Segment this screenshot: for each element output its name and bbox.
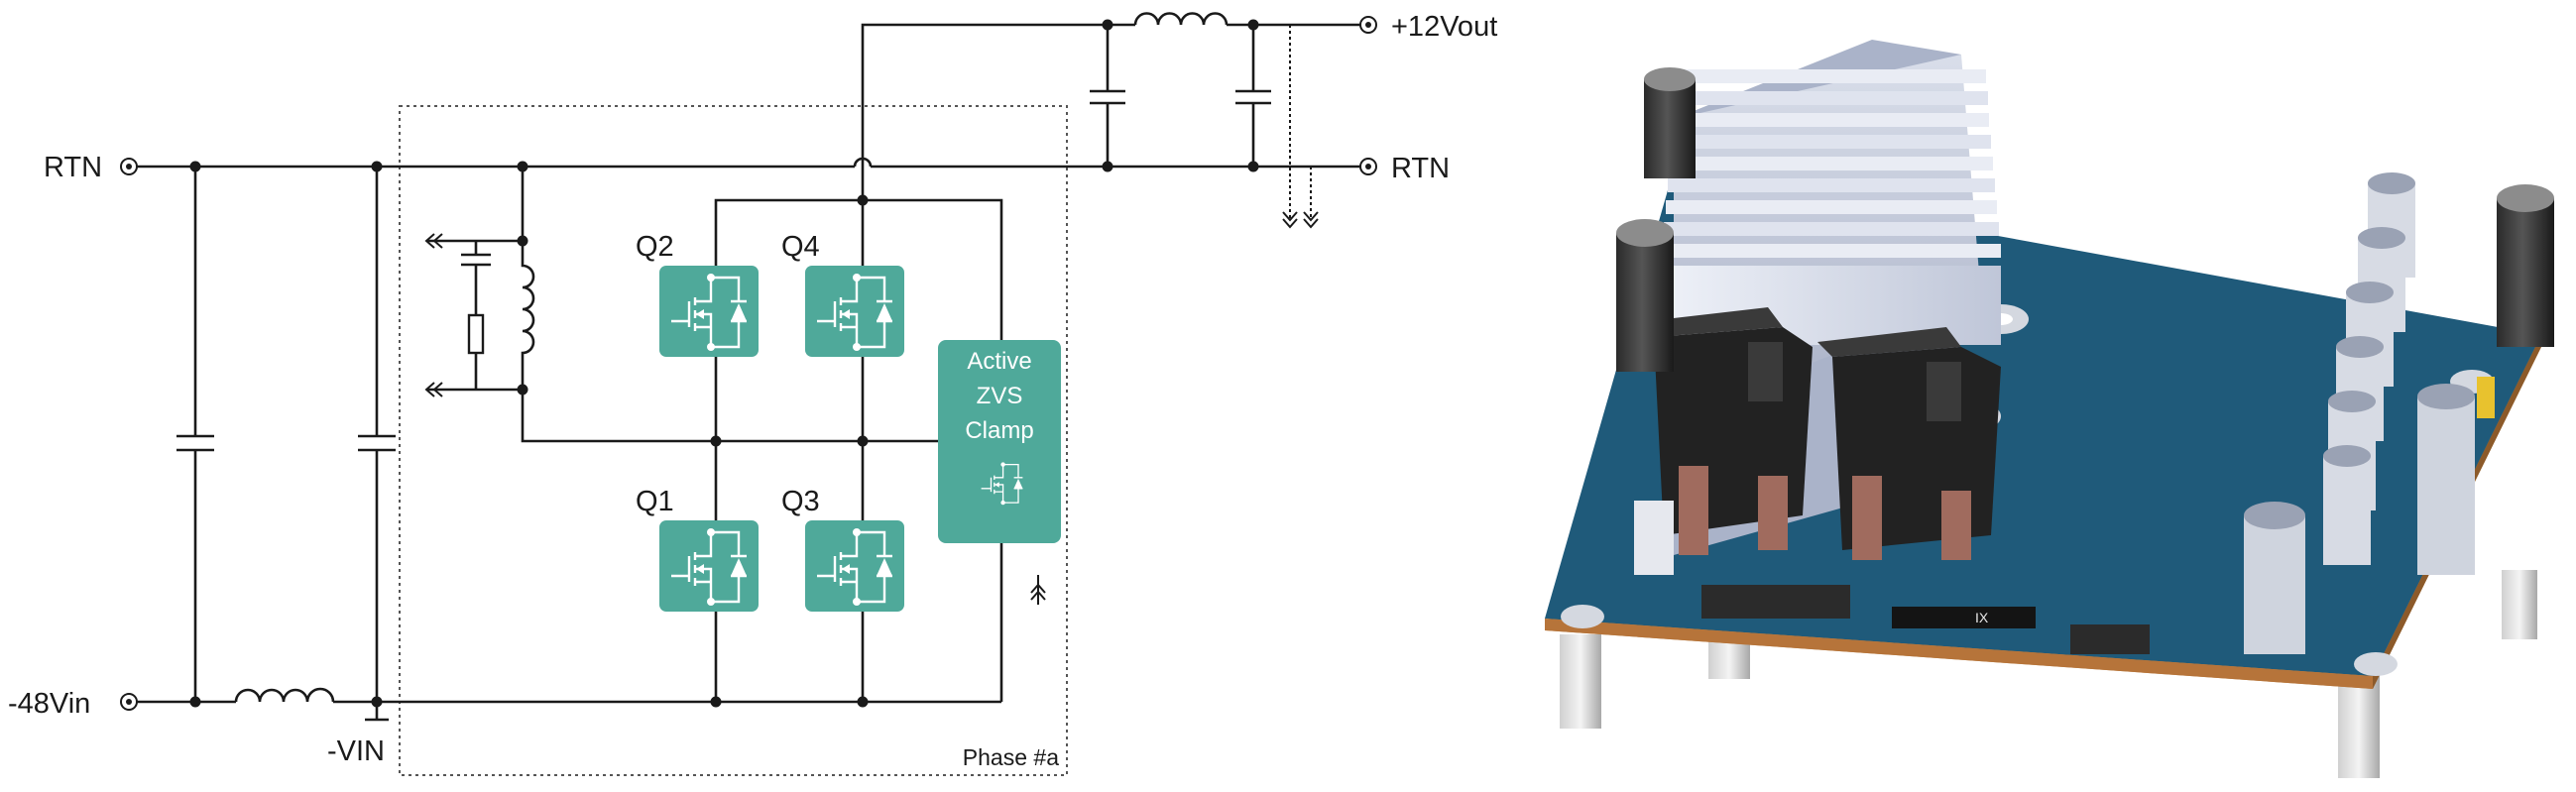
gate-arrow	[842, 564, 850, 574]
terminal-dot	[707, 528, 715, 536]
mosfet-symbol	[981, 463, 1023, 504]
body-diode	[877, 558, 892, 576]
input-inductor	[234, 687, 335, 703]
junction-dots	[189, 19, 1259, 708]
terminal-vout	[1359, 16, 1377, 34]
transformer-left	[1639, 307, 1813, 555]
terminal-dot	[1000, 500, 1005, 506]
terminal-vin	[120, 693, 138, 711]
output-cap-2	[1235, 25, 1271, 167]
active-zvs-clamp: Active ZVS Clamp	[938, 340, 1061, 543]
output-rail	[861, 23, 1361, 167]
snubber-arrow-top	[424, 233, 443, 249]
clamp-line-3: Clamp	[965, 417, 1033, 444]
snubber-arrow-bottom	[424, 382, 443, 397]
transformer-right	[1817, 327, 2001, 560]
gate-arrow	[995, 482, 999, 488]
label-rtn-out: RTN	[1391, 153, 1450, 184]
terminal-dot	[707, 274, 715, 282]
terminal-dot	[853, 598, 861, 606]
terminal-dot	[707, 598, 715, 606]
snubber-resistor	[467, 313, 485, 355]
terminal-dot	[1000, 462, 1005, 467]
body-diode	[1013, 478, 1023, 489]
capacitors	[1616, 67, 2554, 654]
ground-arrow-2	[1303, 211, 1319, 229]
mosfet-q2	[659, 266, 759, 357]
label-neg-vin: -VIN	[327, 735, 385, 767]
mosfet-symbol	[671, 530, 747, 604]
phase-boundary	[399, 105, 1068, 776]
terminal-rtn-out	[1359, 158, 1377, 175]
terminal-dot	[853, 528, 861, 536]
circuit-schematic: Active ZVS Clamp RTN -48Vin +12Vout RTN …	[8, 11, 1497, 776]
gate-arrow	[696, 564, 704, 574]
terminal-dot	[707, 343, 715, 351]
label-q3: Q3	[781, 486, 820, 517]
mosfet-symbol	[817, 530, 892, 604]
output-inductor	[1133, 12, 1229, 26]
board-photo: IX	[1545, 40, 2554, 778]
label-rtn-in: RTN	[44, 152, 102, 183]
gate-arrow	[842, 309, 850, 319]
terminal-dot	[853, 274, 861, 282]
input-cap-1	[176, 167, 214, 702]
mosfet-q4	[805, 266, 904, 357]
ground-arrow-1	[1282, 211, 1298, 229]
terminal-dot	[853, 343, 861, 351]
output-cap-1	[1090, 25, 1125, 167]
mosfet-symbol	[671, 276, 747, 349]
snubber-cap-branch	[461, 241, 491, 390]
snubber-inductor	[521, 241, 535, 390]
connectors: IX	[1634, 501, 2150, 654]
chip-marking: IX	[1975, 610, 1989, 625]
snubber-wire	[426, 167, 1001, 443]
mosfet-q3	[805, 520, 904, 612]
clamp-mosfet-icon	[981, 462, 1023, 506]
mosfet-q1	[659, 520, 759, 612]
body-diode	[731, 558, 747, 576]
clamp-arrow	[1030, 575, 1046, 605]
label-phase: Phase #a	[963, 744, 1059, 770]
clamp-line-2: ZVS	[977, 383, 1023, 409]
label-vin: -48Vin	[8, 688, 90, 720]
mosfet-symbol	[817, 276, 892, 349]
terminal-rtn-in	[120, 158, 138, 175]
label-vout: +12Vout	[1391, 11, 1497, 43]
label-q2: Q2	[636, 231, 674, 263]
clamp-line-1: Active	[967, 348, 1031, 375]
body-diode	[877, 303, 892, 321]
label-q4: Q4	[781, 231, 820, 263]
label-q1: Q1	[636, 486, 674, 517]
gate-arrow	[696, 309, 704, 319]
input-cap-2	[358, 167, 396, 722]
body-diode	[731, 303, 747, 321]
